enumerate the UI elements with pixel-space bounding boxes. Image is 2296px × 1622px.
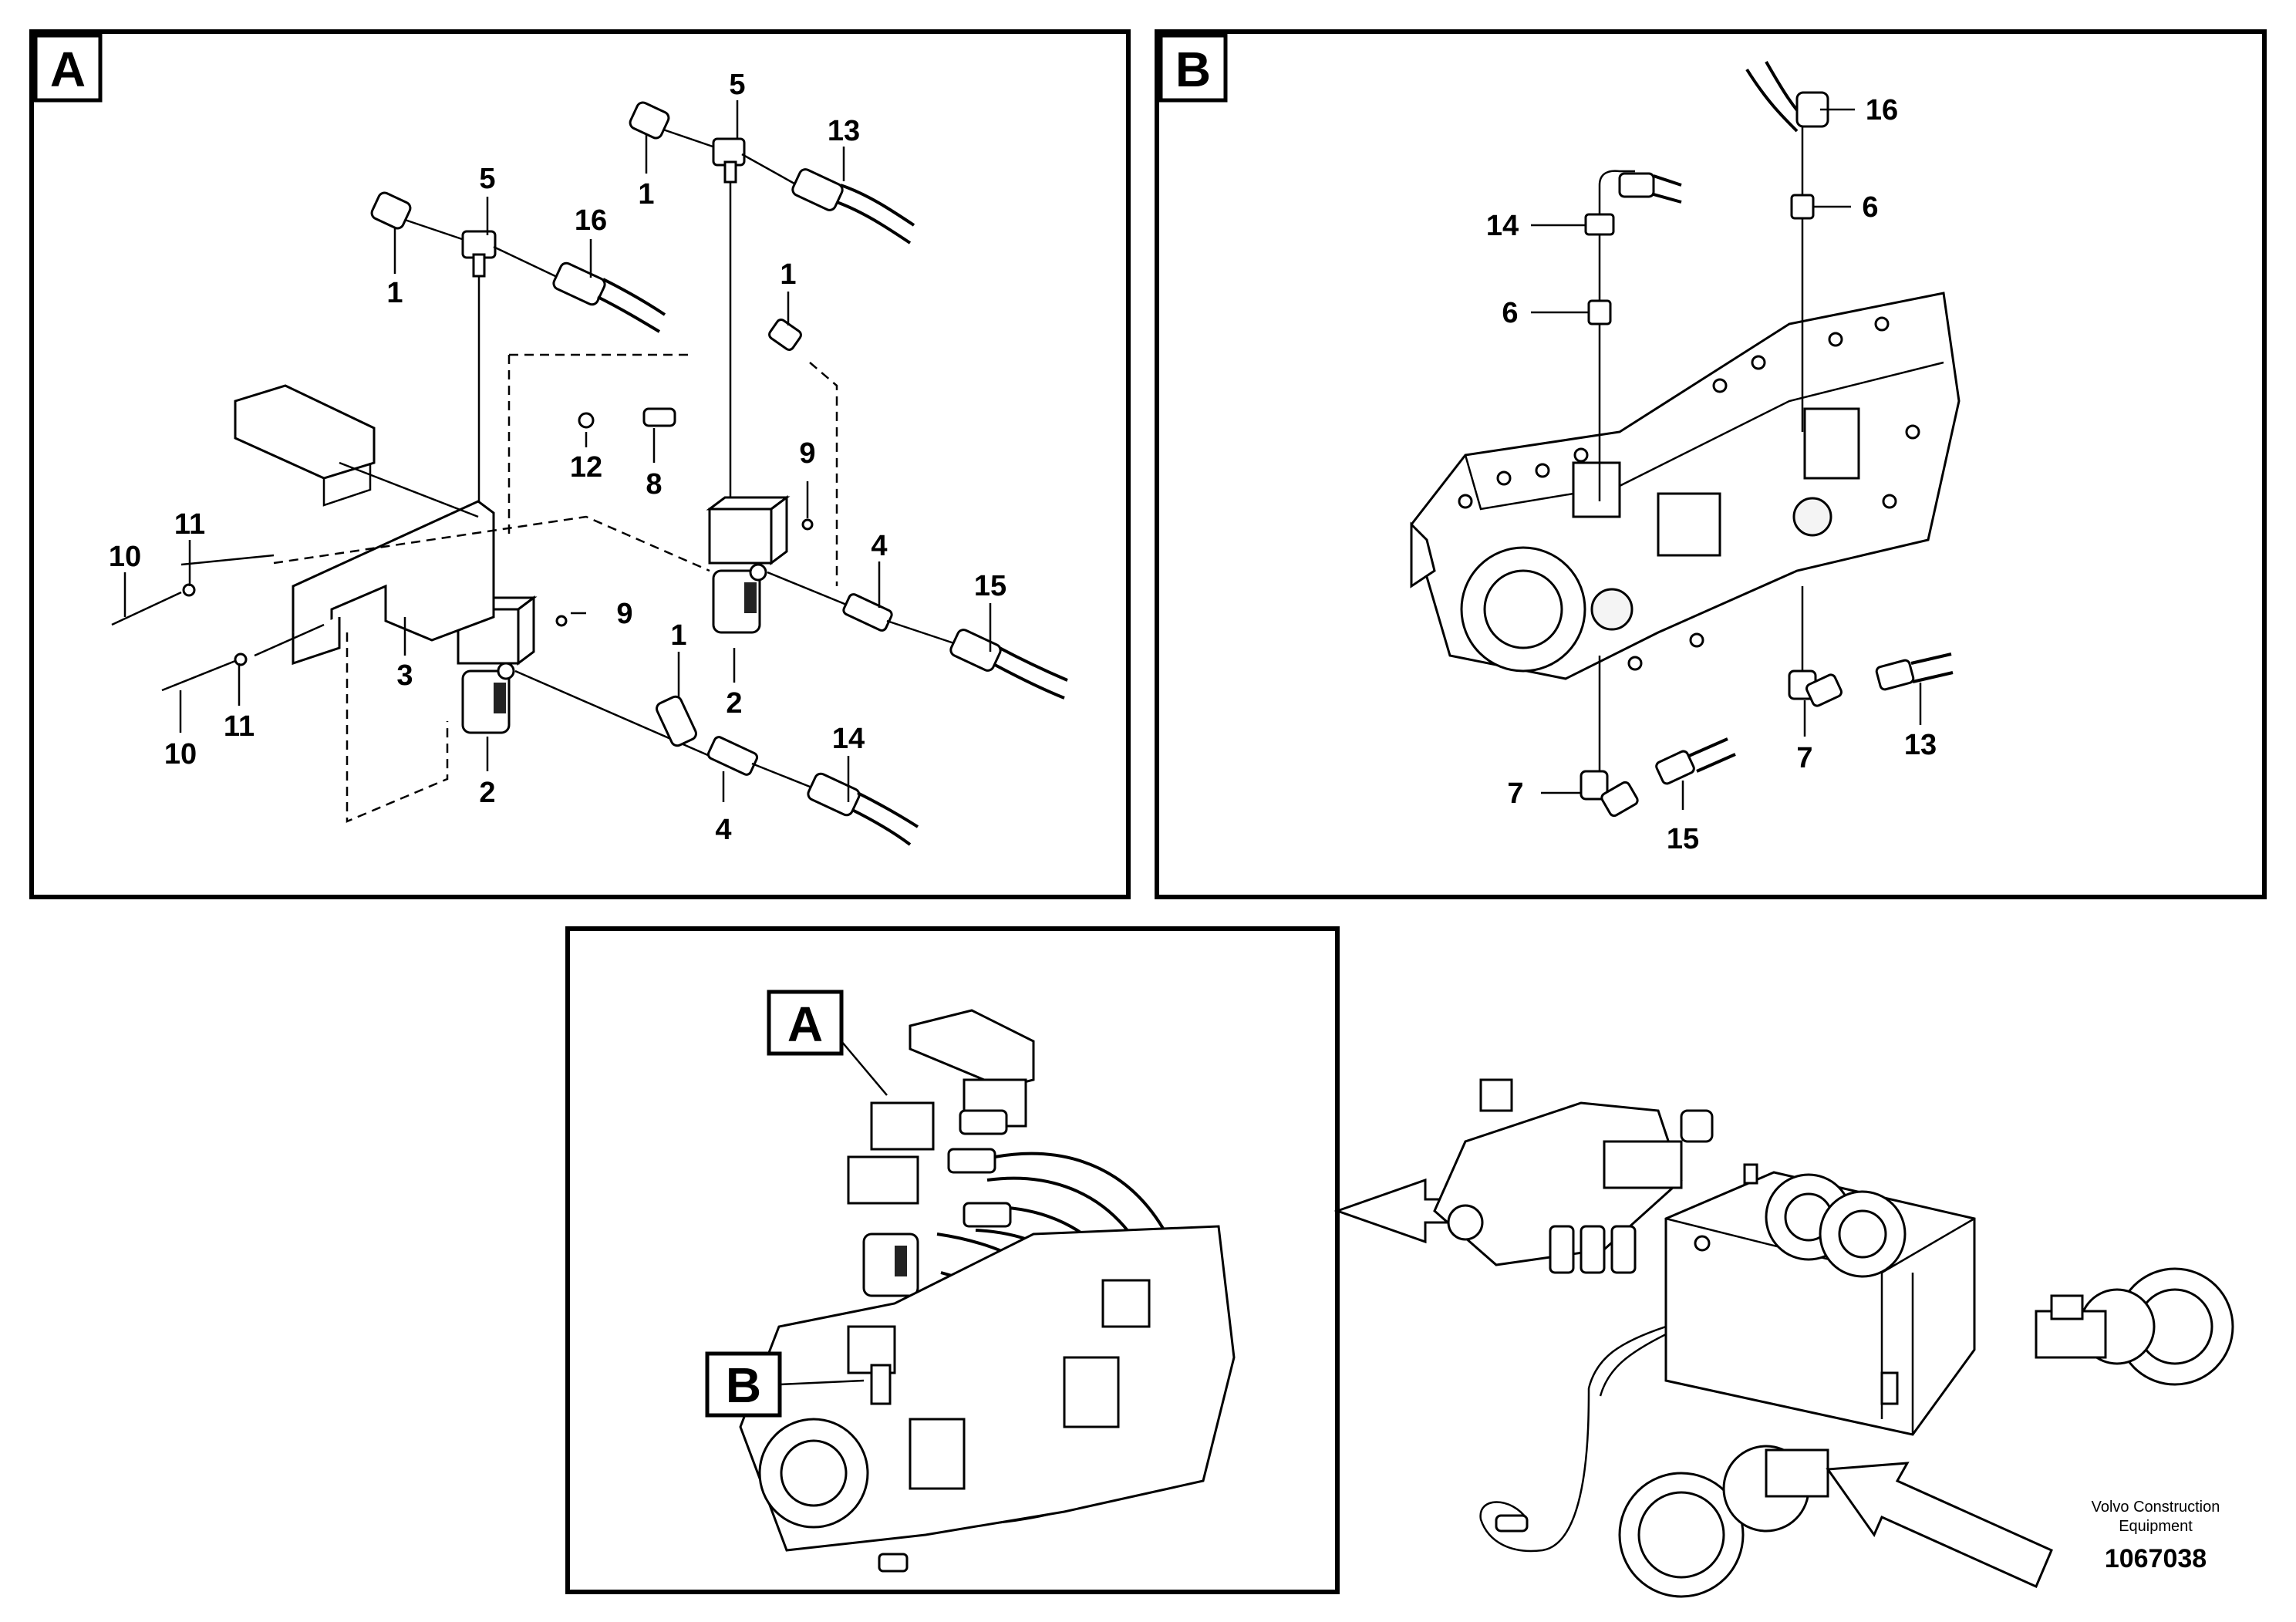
callout: 16 bbox=[575, 204, 607, 237]
view-direction-arrow bbox=[1826, 1462, 2053, 1588]
callout: 5 bbox=[729, 69, 745, 101]
callout: 13 bbox=[1904, 729, 1937, 761]
overview-tag-a: A bbox=[787, 996, 823, 1052]
callout: 2 bbox=[726, 687, 742, 720]
callout: 9 bbox=[616, 598, 632, 630]
callout: 1 bbox=[638, 178, 654, 211]
callout: 15 bbox=[1667, 823, 1699, 855]
callout: 1 bbox=[670, 619, 686, 652]
overview-tag-b: B bbox=[726, 1357, 761, 1413]
callout: 7 bbox=[1796, 742, 1812, 774]
callout: 1 bbox=[386, 277, 403, 309]
footer: Volvo Construction Equipment 1067038 bbox=[2092, 1499, 2220, 1573]
callout: 16 bbox=[1866, 94, 1898, 126]
overview-tag-a-box bbox=[767, 990, 844, 1056]
callout: 8 bbox=[646, 468, 662, 501]
callout: 1 bbox=[780, 258, 796, 291]
lower-valve-block bbox=[454, 595, 919, 846]
panel-a: A bbox=[29, 29, 1131, 899]
callout: 15 bbox=[974, 570, 1006, 602]
callout: 6 bbox=[1502, 297, 1518, 329]
overview-panel: A B bbox=[565, 926, 1340, 1594]
pump-bolts bbox=[1458, 316, 1920, 671]
overview-frame bbox=[565, 926, 1340, 1594]
callout: 13 bbox=[828, 115, 860, 147]
callout: 14 bbox=[1486, 210, 1519, 242]
left-tee-assembly bbox=[370, 191, 666, 609]
callout: 7 bbox=[1507, 777, 1523, 810]
callout: 10 bbox=[109, 541, 141, 573]
callout: 3 bbox=[396, 659, 413, 692]
callouts-panel-a: 5 13 1 5 16 1 1 12 8 9 11 10 4 bbox=[109, 69, 1006, 846]
callout: 6 bbox=[1862, 191, 1878, 224]
panel-b-tag: B bbox=[1175, 42, 1211, 97]
upper-tee-assembly bbox=[629, 101, 915, 509]
callout: 10 bbox=[164, 738, 197, 771]
panel-b-tag-box bbox=[1158, 33, 1228, 103]
callout: 5 bbox=[479, 163, 495, 195]
footer-company: Volvo Construction bbox=[2092, 1499, 2220, 1516]
callouts-panel-b: 16 14 6 6 7 13 7 15 bbox=[1486, 94, 1937, 855]
callout: 11 bbox=[174, 508, 205, 541]
callout: 11 bbox=[224, 710, 255, 743]
bracket bbox=[111, 353, 710, 823]
pump-assembly bbox=[1410, 292, 1961, 680]
panel-a-tag: A bbox=[50, 42, 86, 97]
callout: 14 bbox=[832, 723, 865, 755]
machine-overview bbox=[1333, 1078, 2234, 1598]
callout: 4 bbox=[871, 530, 887, 562]
panel-b: B bbox=[1155, 29, 2267, 899]
callout: 4 bbox=[715, 814, 731, 846]
callout: 2 bbox=[479, 777, 495, 809]
callout: 12 bbox=[570, 451, 602, 484]
footer-company-line2: Equipment bbox=[2119, 1518, 2193, 1535]
panel-a-tag-box bbox=[33, 33, 103, 103]
panel-b-frame bbox=[1155, 29, 2267, 899]
upper-valve-block bbox=[706, 319, 1068, 700]
drawing-number: 1067038 bbox=[2105, 1544, 2207, 1573]
line-14-6 bbox=[1580, 170, 1736, 818]
callout: 9 bbox=[799, 437, 815, 470]
panel-a-frame bbox=[29, 29, 1131, 899]
